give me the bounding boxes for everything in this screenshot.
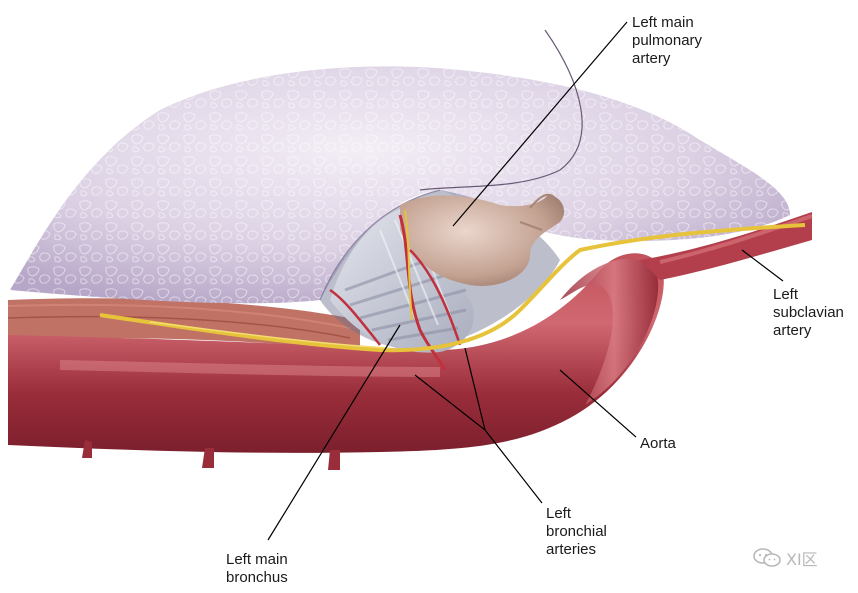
label-line: Left main [632, 14, 694, 31]
label-line: artery [632, 50, 671, 67]
label-line: Left [773, 286, 799, 303]
label-left-subclavian-artery: Left subclavian artery [773, 286, 844, 340]
leader-lines [267, 21, 784, 541]
leader-line-bronchus [267, 324, 401, 541]
label-line: bronchus [226, 569, 288, 586]
label-line: pulmonary [632, 32, 703, 49]
label-line: arteries [546, 541, 597, 558]
watermark-text: XI区 [786, 550, 818, 569]
label-line: Aorta [640, 435, 676, 452]
label-left-main-bronchus: Left main bronchus [226, 551, 288, 587]
label-line: Left [546, 505, 572, 522]
wechat-icon [753, 548, 781, 567]
label-left-bronchial-arteries: Left bronchial arteries [546, 505, 607, 559]
label-line: subclavian [773, 304, 844, 321]
leader-line-pulmonary-artery [452, 21, 628, 227]
label-line: Left main [226, 551, 288, 568]
label-line: bronchial [546, 523, 607, 540]
leader-line-aorta [559, 369, 637, 438]
leader-line-bronchial-2 [414, 374, 486, 431]
label-left-main-pulmonary-artery: Left main pulmonary artery [632, 14, 702, 68]
label-aorta: Aorta [640, 435, 676, 453]
leader-line-bronchial-1 [484, 429, 543, 504]
label-line: artery [773, 322, 812, 339]
leader-line-bronchial-3 [464, 347, 486, 431]
leader-line-subclavian [741, 249, 784, 282]
watermark: XI区 [752, 546, 818, 570]
